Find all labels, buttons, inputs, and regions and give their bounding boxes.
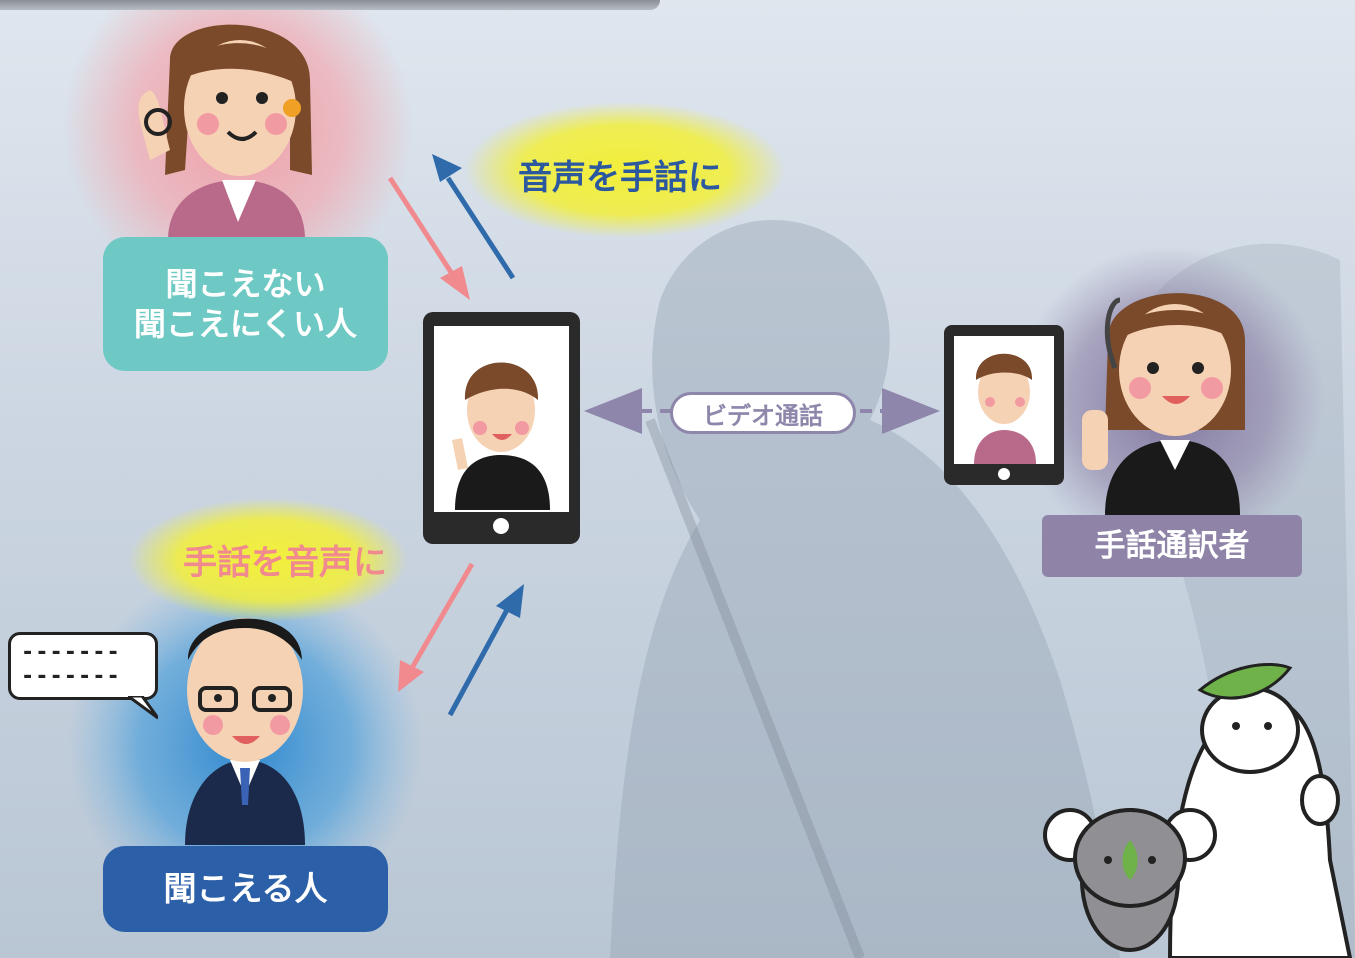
deaf-woman-illustration [138,24,312,240]
interpreter-label: 手話通訳者 [1042,515,1302,577]
hearing-person-label: 聞こえる人 [103,846,388,932]
blue-arrow-bottom [447,584,524,717]
deaf-label-line2: 聞こえにくい人 [133,305,358,343]
voice-to-sign-text: 音声を手話に [518,158,722,198]
blue-arrow-top [432,154,516,280]
sign-to-voice-text: 手話を音声に [183,543,387,583]
speech-bubble-tail [128,696,158,720]
top-bar [0,0,660,10]
deaf-person-label: 聞こえない 聞こえにくい人 [103,237,388,371]
interpreter-illustration [1082,293,1245,515]
speech-line-1: ------- [21,640,121,665]
speech-line-2: ------- [21,664,121,689]
mascot-characters [1043,662,1353,958]
hearing-man-illustration [185,618,305,845]
interpreter-tablet-illustration [944,325,1064,485]
voice-to-sign-highlight [465,102,785,238]
pink-arrow-bottom [398,562,475,692]
sign-to-voice-highlight [128,498,408,622]
deaf-label-line1: 聞こえない [165,265,326,303]
speech-bubble: ------- ------- [8,632,158,700]
video-call-label: ビデオ通話 [670,392,856,434]
central-tablet-illustration [423,312,580,544]
pink-arrow-top [387,176,470,300]
